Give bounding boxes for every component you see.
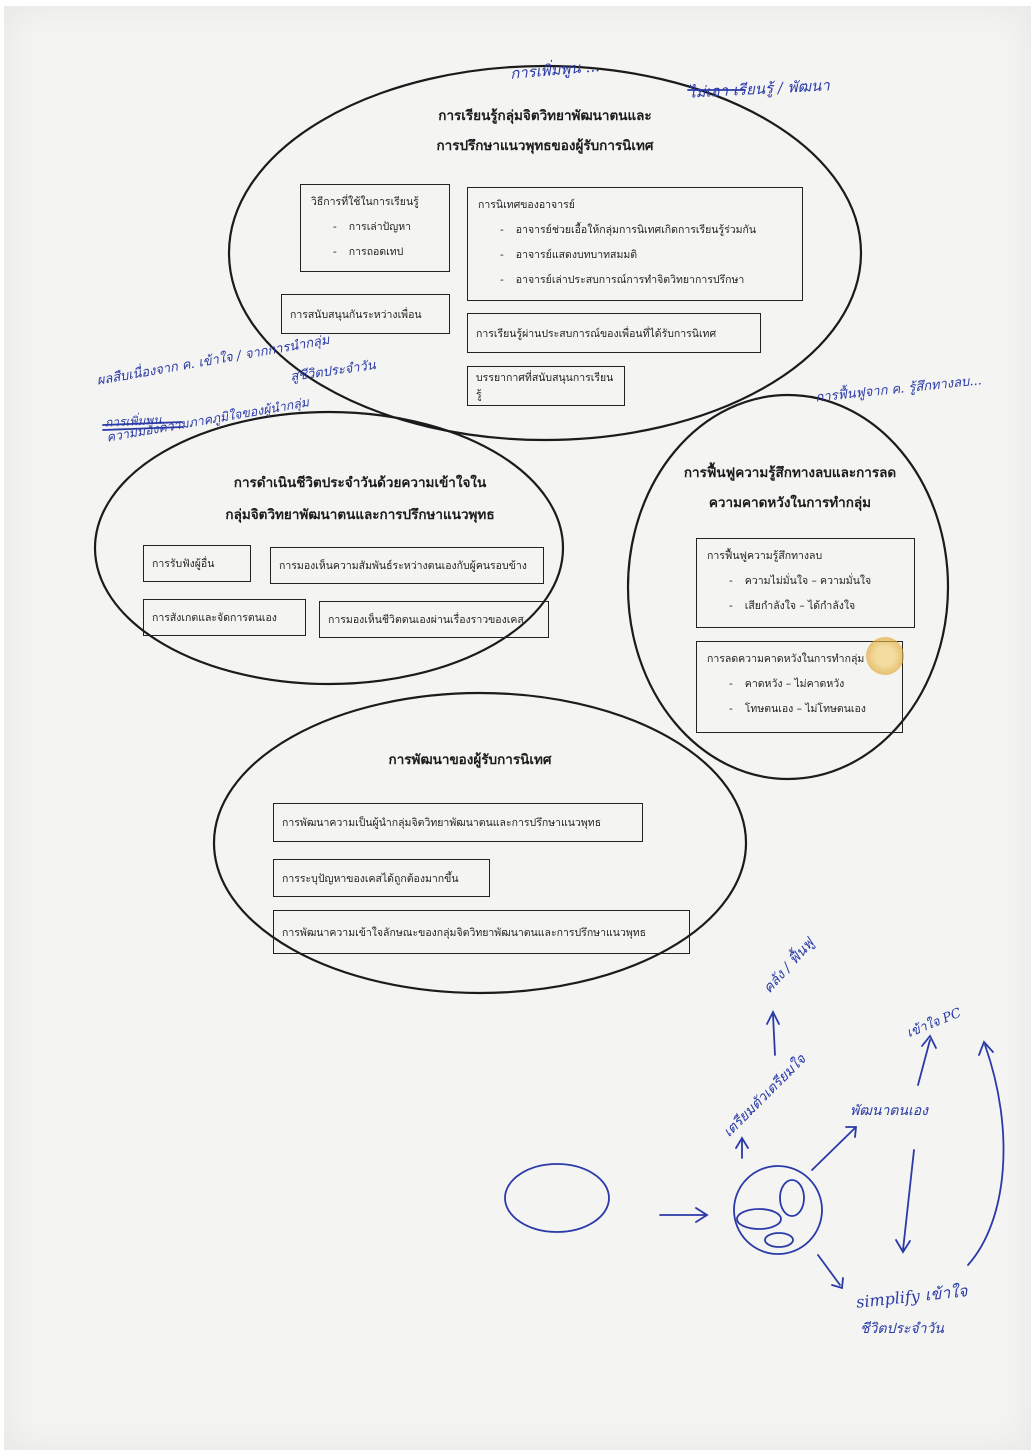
learning-ellipse — [227, 64, 863, 442]
expectation-box: การลดความคาดหวังในการทำกลุ่ม คาดหวัง – ไ… — [696, 641, 903, 733]
handwritten-develop-self: พัฒนาตนเอง — [850, 1103, 928, 1119]
learning-title-line1: การเรียนรู้กลุ่มจิตวิทยาพัฒนาตนและ — [438, 108, 652, 124]
coffee-stain — [866, 637, 904, 675]
supervision-box: การนิเทศของอาจารย์ อาจารย์ช่วยเอื้อให้กล… — [467, 187, 803, 301]
list-item: โทษตนเอง – ไม่โทษตนเอง — [729, 697, 892, 722]
negative-feeling-box: การฟื้นฟูความรู้สึกทางลบ ความไม่มั่นใจ –… — [696, 538, 915, 628]
learning-title-line2: การปรึกษาแนวพุทธของผู้รับการนิเทศ — [436, 138, 654, 154]
list-item: เสียกำลังใจ – ได้กำลังใจ — [729, 594, 904, 619]
see-life-box: การมองเห็นชีวิตตนเองผ่านเรื่องราวของเคส — [319, 601, 549, 638]
strike-line-2 — [102, 426, 183, 431]
daily-life-ellipse — [93, 410, 565, 686]
list-item: อาจารย์เล่าประสบการณ์การทำจิตวิทยาการปรึ… — [500, 268, 792, 293]
daily-title-line2: กลุ่มจิตวิทยาพัฒนาตนและการปรึกษาแนวพุทธ — [225, 507, 495, 523]
arrow-up-strength — [766, 1009, 780, 1056]
list-item: คาดหวัง – ไม่คาดหวัง — [729, 672, 892, 697]
person-mouth — [764, 1232, 794, 1248]
arrow-to-develop — [811, 1126, 857, 1171]
learning-methods-box: วิธีการที่ใช้ในการเรียนรู้ การเล่าปัญหา … — [300, 184, 450, 272]
strike-line — [102, 421, 183, 426]
list-item: อาจารย์ช่วยเอื้อให้กลุ่มการนิเทศเกิดการเ… — [500, 218, 792, 243]
arrow-to-understand — [917, 1034, 937, 1086]
development-ellipse — [212, 691, 748, 995]
recovery-title-line2: ความคาดหวังในการทำกลุ่ม — [708, 495, 872, 511]
person-circle — [733, 1165, 823, 1255]
arrow-up-prepare — [735, 1136, 749, 1159]
understand-group-box: การพัฒนาความเข้าใจลักษณะของกลุ่มจิตวิทยา… — [273, 910, 690, 954]
list-item: การถอดเทป — [333, 240, 439, 265]
identify-problem-box: การระบุปัญหาของเคสได้ถูกต้องมากขึ้น — [273, 859, 490, 897]
learning-methods-heading: วิธีการที่ใช้ในการเรียนรู้ — [311, 196, 419, 208]
expectation-heading: การลดความคาดหวังในการทำกลุ่ม — [707, 653, 865, 665]
relations-box: การมองเห็นความสัมพันธ์ระหว่างตนเองกับผู้… — [270, 547, 544, 584]
negative-feeling-heading: การฟื้นฟูความรู้สึกทางลบ — [707, 550, 823, 562]
loop-arrow — [967, 1040, 1005, 1266]
recovery-ellipse — [626, 393, 950, 781]
arrow-to-person — [659, 1207, 709, 1223]
self-observe-box: การสังเกตและจัดการตนเอง — [143, 599, 306, 636]
development-title: การพัฒนาของผู้รับการนิเทศ — [388, 752, 552, 768]
person-eye-right — [779, 1179, 805, 1217]
list-item: อาจารย์แสดงบทบาทสมมติ — [500, 243, 792, 268]
person-eye-left — [736, 1208, 782, 1230]
supervision-heading: การนิเทศของอาจารย์ — [478, 199, 575, 211]
peer-experience-box: การเรียนรู้ผ่านประสบการณ์ของเพื่อนที่ได้… — [467, 313, 761, 353]
listening-box: การรับฟังผู้อื่น — [143, 545, 251, 582]
leader-development-box: การพัฒนาความเป็นผู้นำกลุ่มจิตวิทยาพัฒนาต… — [273, 803, 643, 842]
arrow-down-simplify-top — [895, 1149, 915, 1254]
arrow-to-simplify — [817, 1254, 844, 1290]
small-group-oval — [504, 1163, 610, 1233]
handwritten-daily-life: ชีวิตประจำวัน — [860, 1321, 944, 1337]
recovery-title-line1: การฟื้นฟูความรู้สึกทางลบและการลด — [683, 465, 897, 481]
list-item: การเล่าปัญหา — [333, 215, 439, 240]
daily-title-line1: การดำเนินชีวิตประจำวันด้วยความเข้าใจใน — [233, 475, 487, 491]
atmosphere-box: บรรยากาศที่สนับสนุนการเรียนรู้ — [467, 366, 625, 406]
list-item: ความไม่มั่นใจ – ความมั่นใจ — [729, 569, 904, 594]
peer-support-box: การสนับสนุนกันระหว่างเพื่อน — [281, 294, 450, 334]
